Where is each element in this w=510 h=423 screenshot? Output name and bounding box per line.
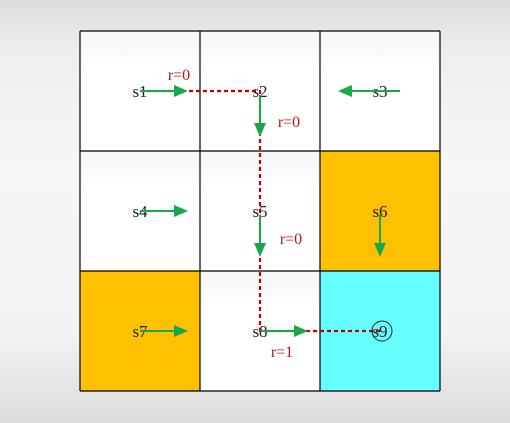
reward-label-r-s1-s2: r=0 [168,67,190,84]
rewards-layer: r=0 r=0 r=0 r=1 [168,67,302,361]
target-circle-s9 [371,320,393,342]
policy-arrow-s3 [338,85,400,97]
policy-arrow-s6 [374,215,386,257]
policy-arrow-s5 [254,215,266,257]
state-label-s6: s6 [372,202,387,221]
policy-arrow-s4 [140,205,188,217]
reward-label-r-s5-s8: r=0 [280,231,302,248]
policy-arrow-s2 [254,95,266,137]
policy-arrow-s8 [260,325,308,337]
reward-label-r-s8-s9: r=1 [271,344,293,361]
policy-arrows-layer [140,85,400,342]
policy-arrow-s1 [140,85,188,97]
reward-label-r-s2-s5: r=0 [278,114,300,131]
grid-lines [79,30,441,392]
policy-arrow-s7 [140,325,188,337]
